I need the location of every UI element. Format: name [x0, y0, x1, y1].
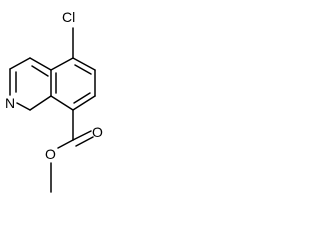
bond-carbonyl-o-double-1	[72, 130, 92, 141]
bond-c7-c8-inner	[73, 92, 91, 104]
chemical-structure: Cl N O O	[5, 9, 103, 193]
bond-carbonyl-o-double-2	[75, 136, 94, 147]
bond-c3-c4-inner	[31, 65, 49, 77]
bond-c5-c6	[72, 57, 96, 71]
molecule-canvas: Cl N O O	[0, 0, 152, 232]
nitrogen-label: N	[5, 95, 15, 111]
bond-c3-c4	[29, 57, 52, 71]
bond-c7-c8	[72, 95, 96, 111]
bond-carbonyl-o-single	[57, 139, 74, 149]
bond-c2-c3	[9, 57, 31, 70]
bond-c4a-c5	[50, 57, 74, 71]
bond-n1-c8a	[16, 102, 31, 111]
chlorine-label: Cl	[62, 9, 75, 25]
bond-c5-c6-inner	[74, 64, 92, 75]
carbonyl-oxygen-label: O	[92, 124, 103, 140]
bond-c8-c8a	[50, 95, 74, 111]
ester-oxygen-label: O	[45, 146, 56, 162]
bond-c8a-c4a	[29, 95, 52, 111]
